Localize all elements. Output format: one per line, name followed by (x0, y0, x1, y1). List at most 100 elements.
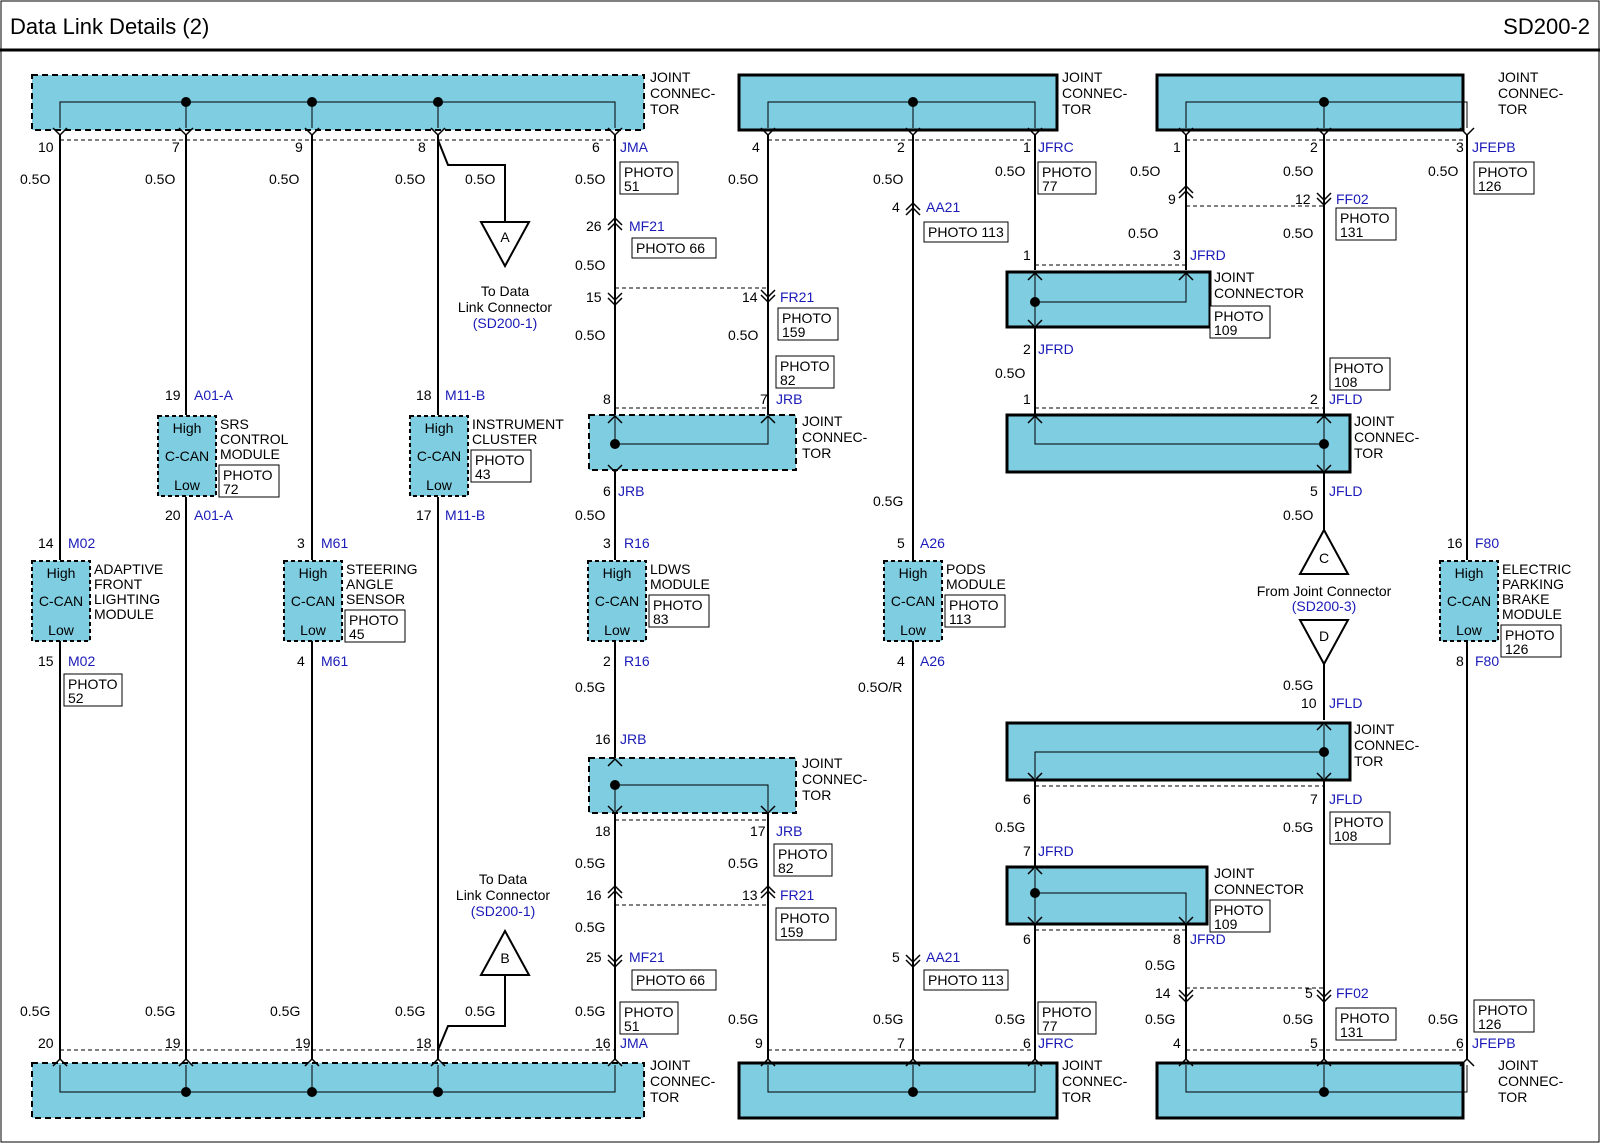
pin-wire-label: 0.5G (20, 1003, 50, 1019)
photo-ref-text: PHOTO (349, 612, 399, 628)
pin-wire-label: 0.5O (728, 327, 758, 343)
joint-connector-label: JOINT (1062, 1057, 1103, 1073)
pin-wire-label: 0.5O (1283, 225, 1313, 241)
photo-box (775, 907, 837, 941)
photo-ref-text: 159 (782, 324, 806, 340)
can-high-label: High (299, 565, 328, 581)
photo-ref-text: PHOTO (624, 164, 674, 180)
pin-wire-label: 6 (1023, 1035, 1031, 1051)
pin-wire-label: 0.5O (1128, 225, 1158, 241)
joint-connector-label: CONNEC- (1062, 85, 1128, 101)
pin-wire-label: 13 (742, 887, 758, 903)
photo-box (775, 355, 835, 389)
joint-connector-label: TOR (650, 101, 679, 117)
photo-box (631, 237, 717, 259)
pin-wire-label: 3 (1456, 139, 1464, 155)
joint-connector-label: JOINT (650, 69, 691, 85)
photo-box (923, 969, 1009, 991)
joint-connector-label: TOR (1062, 1089, 1091, 1105)
pin-wire-label: 20 (165, 507, 181, 523)
photo-box (1335, 1007, 1397, 1041)
module-name: STEERING (346, 561, 418, 577)
flag-b-letter: B (500, 950, 509, 966)
pin-wire-label: 9 (295, 139, 303, 155)
can-low-label: Low (426, 477, 453, 493)
pin-wire-label: 1 (1023, 139, 1031, 155)
connector-ref-label: FF02 (1336, 985, 1369, 1001)
photo-ref-text: PHOTO (1340, 1010, 1390, 1026)
pin-wire-label: 2 (1310, 139, 1318, 155)
photo-ref-text: 43 (475, 466, 491, 482)
pin-wire-label: 5 (1305, 985, 1313, 1001)
pin-wire-label: 7 (172, 139, 180, 155)
pin-wire-label: 17 (750, 823, 766, 839)
can-low-label: Low (1456, 622, 1483, 638)
module-name: PODS (946, 561, 986, 577)
pin-wire-label: 15 (38, 653, 54, 669)
pin-wire-label: 9 (755, 1035, 763, 1051)
pin-wire-label: 1 (1023, 247, 1031, 263)
connector-ref-label: M11-B (445, 387, 485, 403)
photo-ref-text: PHOTO (1478, 1002, 1528, 1018)
pin-wire-label: 0.5O (575, 171, 605, 187)
photo-ref-text: 109 (1214, 916, 1238, 932)
photo-box (344, 609, 406, 643)
connector-ref-label: JMA (620, 139, 649, 155)
joint-connector-label: JOINT (1214, 269, 1255, 285)
pin-wire-label: 6 (1023, 791, 1031, 807)
connector-ref-label: R16 (624, 535, 650, 551)
photo-ref-text: PHOTO 66 (636, 972, 705, 988)
photo-box (1473, 999, 1535, 1033)
connector-ref-label: JRB (620, 731, 646, 747)
pin-wire-label: 3 (297, 535, 305, 551)
wires (59, 135, 1468, 1060)
can-low-label: Low (300, 622, 327, 638)
pin-wire-label: 0.5O (873, 171, 903, 187)
connector-ref-label: JRB (618, 483, 644, 499)
pin-wire-label: 0.5G (995, 1011, 1025, 1027)
pin-wire-label: 0.5G (873, 1011, 903, 1027)
connector-ref-label: MF21 (629, 218, 665, 234)
pin-wire-label: 0.5G (465, 1003, 495, 1019)
pin-wire-label: 0.5G (873, 493, 903, 509)
pin-wire-label: 0.5G (575, 679, 605, 695)
joint-connector-label: JOINT (802, 413, 843, 429)
connector-ref-label: FF02 (1336, 191, 1369, 207)
joint-connector-label: JOINT (650, 1057, 691, 1073)
connector-ref-label: JFLD (1329, 695, 1362, 711)
photo-ref-text: 126 (1505, 641, 1529, 657)
connector-ref-label: M02 (68, 653, 95, 669)
joint-connector-label: CONNEC- (650, 85, 716, 101)
module-name: ANGLE (346, 576, 393, 592)
pin-wire-label: 0.5O (575, 507, 605, 523)
photo-ref-text: 52 (68, 690, 84, 706)
pin-wire-label: 6 (592, 139, 600, 155)
diagram-code: SD200-2 (1503, 14, 1590, 39)
connector-ref-label: JFEPB (1472, 139, 1516, 155)
photo-box (923, 221, 1009, 243)
module-name: ELECTRIC (1502, 561, 1571, 577)
pin-wire-label: 0.5G (728, 1011, 758, 1027)
can-bus-label: C-CAN (39, 593, 83, 609)
connector-ref-label: JFRD (1190, 247, 1226, 263)
pin-wire-label: 1 (1023, 391, 1031, 407)
connector-ref-label: M61 (321, 653, 348, 669)
connector-ref-label: A01-A (194, 507, 234, 523)
pin-wire-label: 0.5G (1145, 1011, 1175, 1027)
photo-ref-text: PHOTO 66 (636, 240, 705, 256)
joint-connector-label: CONNEC- (802, 771, 868, 787)
pin-wire-label: 18 (595, 823, 611, 839)
joint-connector-label: CONNEC- (1354, 737, 1420, 753)
joint-connector-label: JOINT (1498, 1057, 1539, 1073)
photo-box (631, 969, 717, 991)
pin-wire-label: 20 (38, 1035, 54, 1051)
connector-ref-label: JFRD (1038, 341, 1074, 357)
to-dlc-a-line2: Link Connector (458, 299, 553, 315)
pin-wire-label: 16 (595, 731, 611, 747)
photo-ref-text: 82 (780, 372, 796, 388)
module-box (157, 415, 217, 497)
connector-dashes (60, 139, 1467, 1051)
connector-ref-label: R16 (624, 653, 650, 669)
connector-ref-label: JFLD (1329, 791, 1362, 807)
